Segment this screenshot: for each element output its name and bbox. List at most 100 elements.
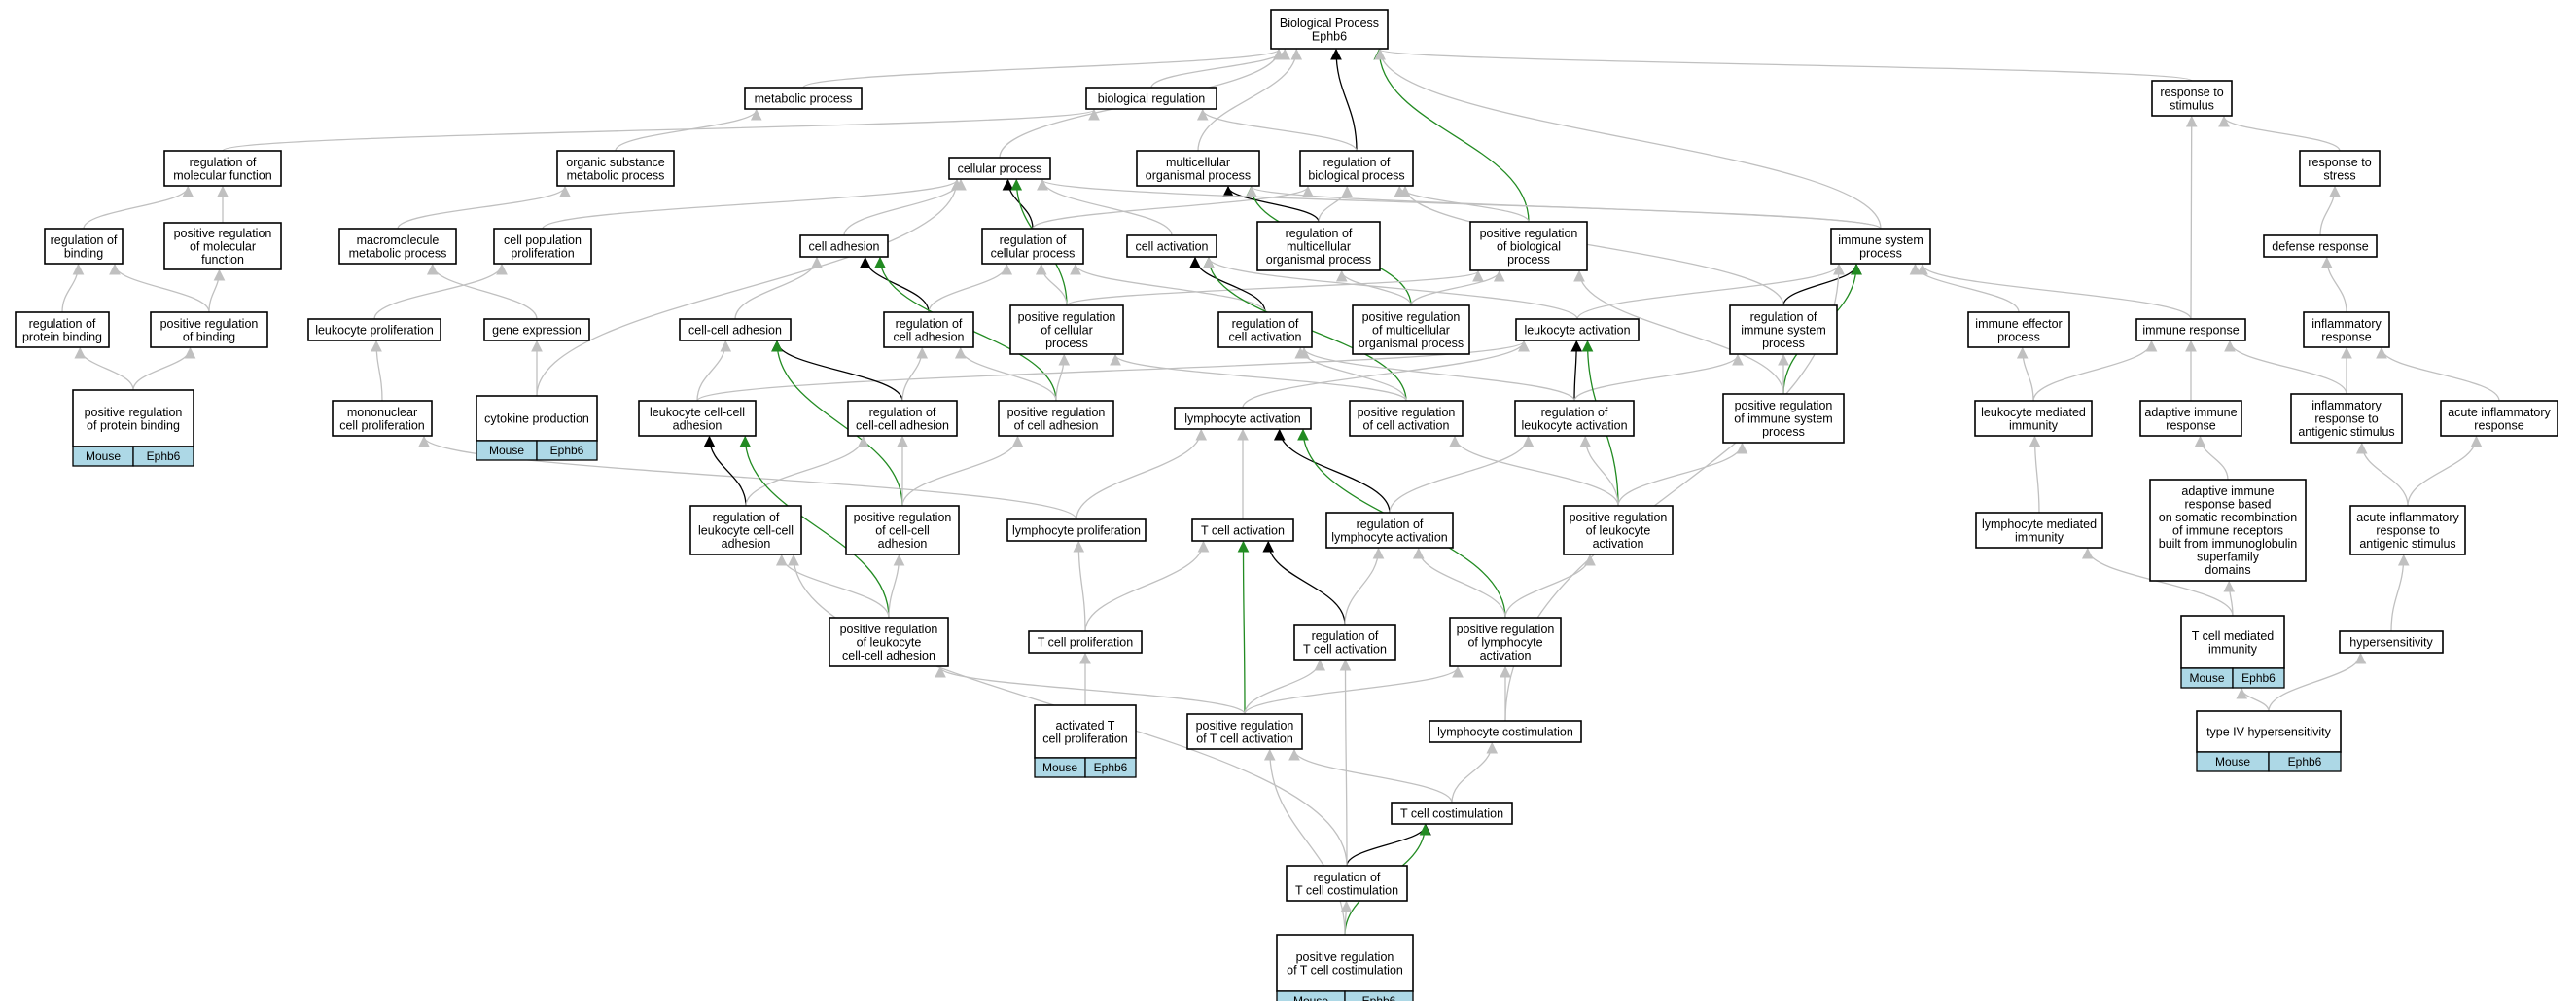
edge-gexp-is_a-mmp bbox=[426, 263, 538, 320]
edge-lyprol-is_a-lyact bbox=[1076, 428, 1208, 520]
term-label: positive regulation bbox=[1196, 719, 1294, 733]
term-node-lact[interactable]: leukocyte activation bbox=[1515, 318, 1640, 341]
edge-prlact-is_a-prisp bbox=[1617, 442, 1748, 507]
edge-prlccadh-is_a-prccadh bbox=[888, 554, 905, 619]
term-node-hyper[interactable]: hypersensitivity bbox=[2339, 630, 2444, 654]
term-node-rtcact[interactable]: regulation ofT cell activation bbox=[1293, 624, 1396, 661]
term-node-lycost[interactable]: lymphocyte costimulation bbox=[1429, 720, 1582, 743]
term-label: cellular process bbox=[958, 162, 1042, 176]
gene-label: Ephb6 bbox=[1094, 761, 1128, 774]
term-node-defr[interactable]: defense response bbox=[2263, 234, 2378, 258]
term-node-cadh[interactable]: cell adhesion bbox=[799, 234, 889, 258]
term-node-mp[interactable]: metabolic process bbox=[744, 87, 863, 110]
term-label: positive regulation bbox=[1007, 406, 1106, 419]
organism-label: Mouse bbox=[489, 444, 524, 457]
term-label: adhesion bbox=[722, 537, 771, 551]
edge-cadh-is_a-cp bbox=[843, 178, 967, 236]
term-node-lyprol[interactable]: lymphocyte proliferation bbox=[1006, 518, 1147, 542]
term-box bbox=[1975, 512, 2103, 549]
term-label: of cell adhesion bbox=[1014, 418, 1099, 432]
term-label: molecular function bbox=[173, 168, 271, 182]
edge-lmi-is_a-ir bbox=[2032, 340, 2158, 402]
term-node-tcact[interactable]: T cell activation bbox=[1191, 518, 1294, 542]
term-box bbox=[1299, 150, 1414, 187]
term-node-breg[interactable]: biological regulation bbox=[1085, 87, 1217, 110]
edge-prccadh-positively_regulates-ccadh bbox=[771, 340, 903, 507]
term-node-cp[interactable]: cellular process bbox=[948, 157, 1051, 180]
term-node-lyact[interactable]: lymphocyte activation bbox=[1174, 407, 1312, 430]
term-node-gexp[interactable]: gene expression bbox=[483, 318, 590, 341]
term-label: multicellular bbox=[1287, 240, 1351, 254]
term-node-tccost[interactable]: T cell costimulation bbox=[1391, 802, 1513, 825]
term-node-ccadh[interactable]: cell-cell adhesion bbox=[679, 318, 792, 341]
gene-cell bbox=[2232, 667, 2285, 689]
term-node-rtccost[interactable]: regulation ofT cell costimulation bbox=[1286, 865, 1408, 902]
term-node-tcprol[interactable]: T cell proliferation bbox=[1028, 630, 1143, 654]
term-box bbox=[493, 228, 592, 265]
term-box bbox=[2440, 400, 2558, 437]
edge-prtcact-is_a-rtcact bbox=[1244, 659, 1326, 715]
term-label: positive regulation bbox=[1457, 623, 1555, 636]
organism-label: Mouse bbox=[2215, 755, 2250, 769]
term-label: of protein binding bbox=[87, 418, 180, 432]
term-node-ir[interactable]: immune response bbox=[2135, 318, 2246, 341]
term-label: organismal process bbox=[1359, 337, 1464, 350]
term-label: multicellular bbox=[1166, 156, 1230, 169]
edge-t4h-is_a-tcmi bbox=[2236, 687, 2270, 712]
edge-rbp-part_of-bp bbox=[1330, 48, 1358, 152]
term-node-lprol[interactable]: leukocyte proliferation bbox=[307, 318, 441, 341]
term-node-cact[interactable]: cell activation bbox=[1126, 234, 1217, 258]
